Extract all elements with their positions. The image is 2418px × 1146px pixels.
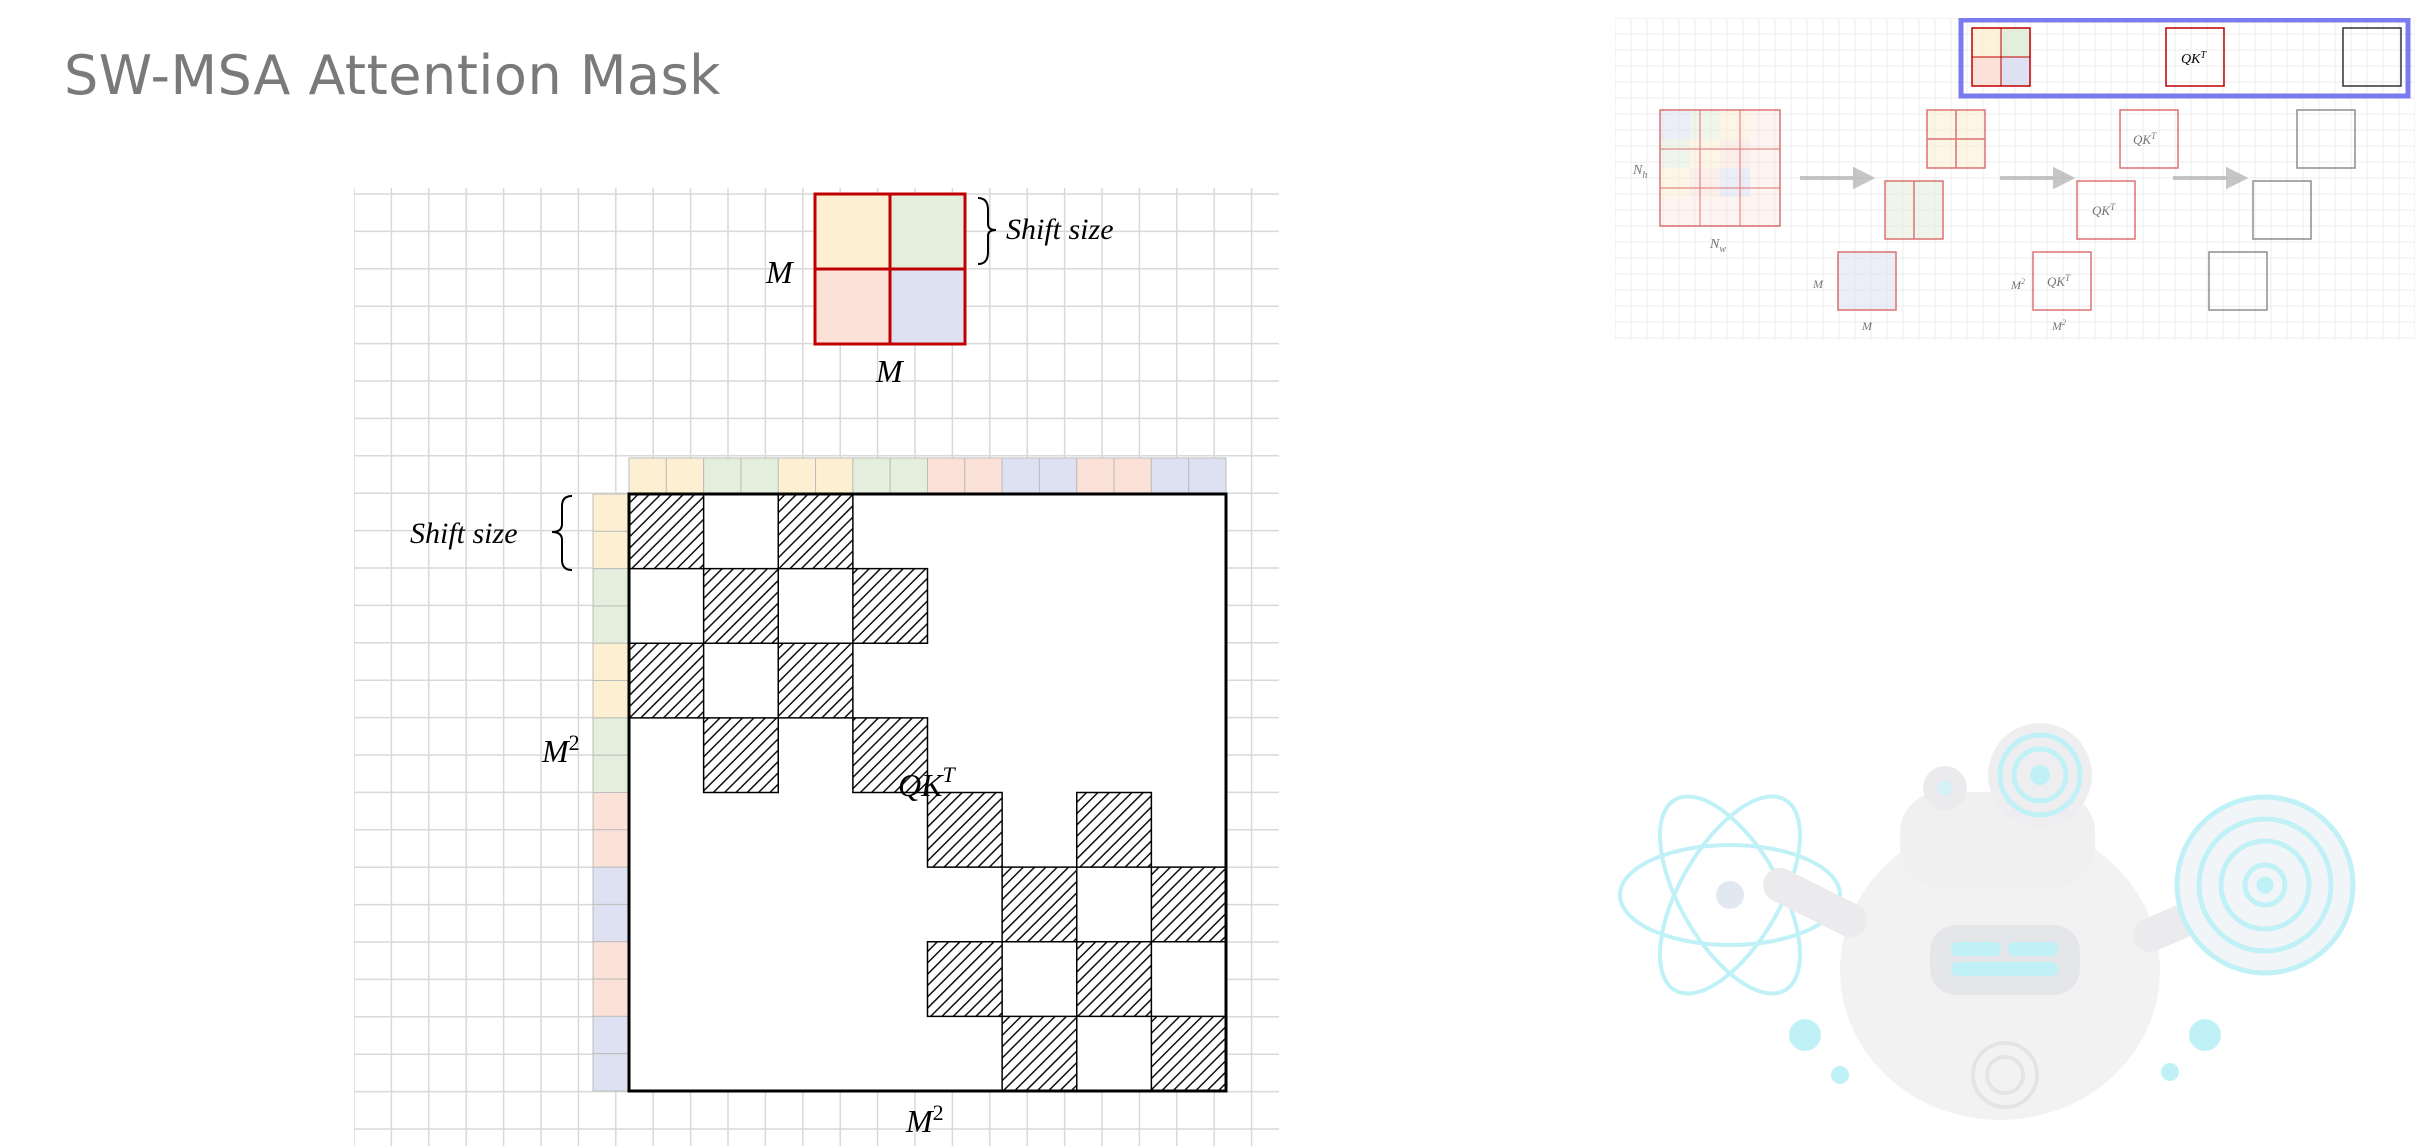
top-strip-cell — [777, 457, 817, 495]
mini-highlight-row: QKT — [1958, 18, 2411, 99]
mini-qkt-label-3: QKT — [2047, 273, 2071, 289]
left-strip-cell — [592, 941, 630, 980]
masked-block — [1001, 866, 1078, 943]
left-strip-cell — [592, 680, 630, 719]
shift-brace-top — [977, 197, 997, 265]
mini-m-bottom: M — [1861, 319, 1873, 333]
masked-block — [1001, 1015, 1078, 1092]
top-strip-cell — [1113, 457, 1152, 495]
target-icon — [2174, 794, 2356, 976]
attention-matrix — [627, 492, 1228, 1093]
masked-block — [852, 567, 929, 644]
top-strip-cell — [1038, 457, 1078, 495]
top-strip-cell — [628, 457, 667, 495]
top-strip-cell — [703, 457, 742, 495]
masked-block — [1076, 941, 1153, 1018]
mini-feature-map: Nh Nw — [1632, 109, 1781, 255]
mini-qkt-highlight-label: QKT — [2181, 50, 2207, 67]
window-side-label: M — [765, 254, 795, 290]
top-strip-cell — [740, 457, 779, 495]
mini-nw-label: Nw — [1709, 237, 1726, 255]
masked-block — [777, 493, 854, 570]
masked-block — [702, 567, 779, 644]
top-strip-cell — [889, 457, 928, 495]
robot-illustration-icon — [1618, 723, 2356, 1120]
top-strip-cell — [1188, 457, 1227, 495]
top-strip-cell — [815, 457, 854, 495]
mini-results — [2208, 109, 2356, 311]
mini-arrows — [1800, 166, 2249, 190]
mini-m2-bottom: M2 — [2051, 318, 2066, 333]
top-strip-cell — [852, 457, 891, 495]
left-strip-cell — [592, 903, 630, 943]
top-strip-cell — [1150, 457, 1190, 495]
left-strip-cell — [592, 978, 630, 1017]
window-quadrant-blue — [890, 269, 965, 344]
masked-block — [926, 941, 1003, 1018]
left-strip-cell — [592, 1053, 630, 1092]
top-strip-cell — [964, 457, 1003, 495]
attention-mask-diagram: Shift size M M Shift size M2 M2 QKT — [354, 188, 1279, 1146]
masked-block — [1150, 866, 1227, 943]
masked-block — [1076, 791, 1153, 868]
matrix-center-label: QKT — [898, 762, 956, 803]
mini-diagram-thumbnail: Nh Nw M M — [1615, 18, 2415, 340]
page-title: SW-MSA Attention Mask — [64, 44, 721, 107]
window-quadrant-yellow — [815, 194, 890, 269]
left-strip-cell — [592, 642, 630, 682]
masked-block — [1150, 1015, 1227, 1092]
masked-block — [702, 717, 779, 794]
mini-windows — [1837, 109, 1986, 311]
mini-m2-side: M2 — [2010, 277, 2025, 292]
mini-qkt-label-1: QKT — [2133, 131, 2157, 147]
left-strip-cell — [592, 792, 630, 831]
left-token-strip — [592, 493, 630, 1092]
mini-nh-label: Nh — [1632, 163, 1647, 181]
matrix-shift-label: Shift size — [410, 517, 518, 550]
window-quadrant-pink — [815, 269, 890, 344]
masked-block — [852, 717, 929, 794]
left-strip-cell — [592, 568, 630, 607]
matrix-cols-label: M2 — [905, 1100, 944, 1139]
matrix-rows-label: M2 — [541, 730, 580, 769]
window-diagram: Shift size M M — [765, 192, 1114, 389]
top-strip-cell — [927, 457, 966, 495]
masked-block — [777, 642, 854, 719]
left-strip-cell — [592, 754, 630, 793]
mini-highlight-frame — [1958, 18, 2411, 99]
window-shift-label: Shift size — [1006, 213, 1114, 246]
left-strip-cell — [592, 717, 630, 756]
left-strip-cell — [592, 493, 630, 532]
window-quadrant-green — [890, 194, 965, 269]
top-strip-cell — [665, 457, 705, 495]
top-token-strip — [628, 457, 1227, 495]
shift-brace-left — [551, 495, 573, 571]
top-strip-cell — [1076, 457, 1115, 495]
mini-m-side: M — [1812, 277, 1824, 291]
left-strip-cell — [592, 605, 630, 644]
mini-qkt — [2032, 109, 2179, 311]
left-strip-cell — [592, 866, 630, 905]
left-strip-cell — [592, 829, 630, 868]
left-strip-cell — [592, 1015, 630, 1055]
mini-qkt-label-2: QKT — [2092, 202, 2116, 218]
masked-block — [628, 493, 705, 570]
left-strip-cell — [592, 530, 630, 570]
window-bottom-label: M — [875, 353, 905, 389]
masked-block — [926, 791, 1003, 868]
masked-block — [628, 642, 705, 719]
top-strip-cell — [1001, 457, 1040, 495]
